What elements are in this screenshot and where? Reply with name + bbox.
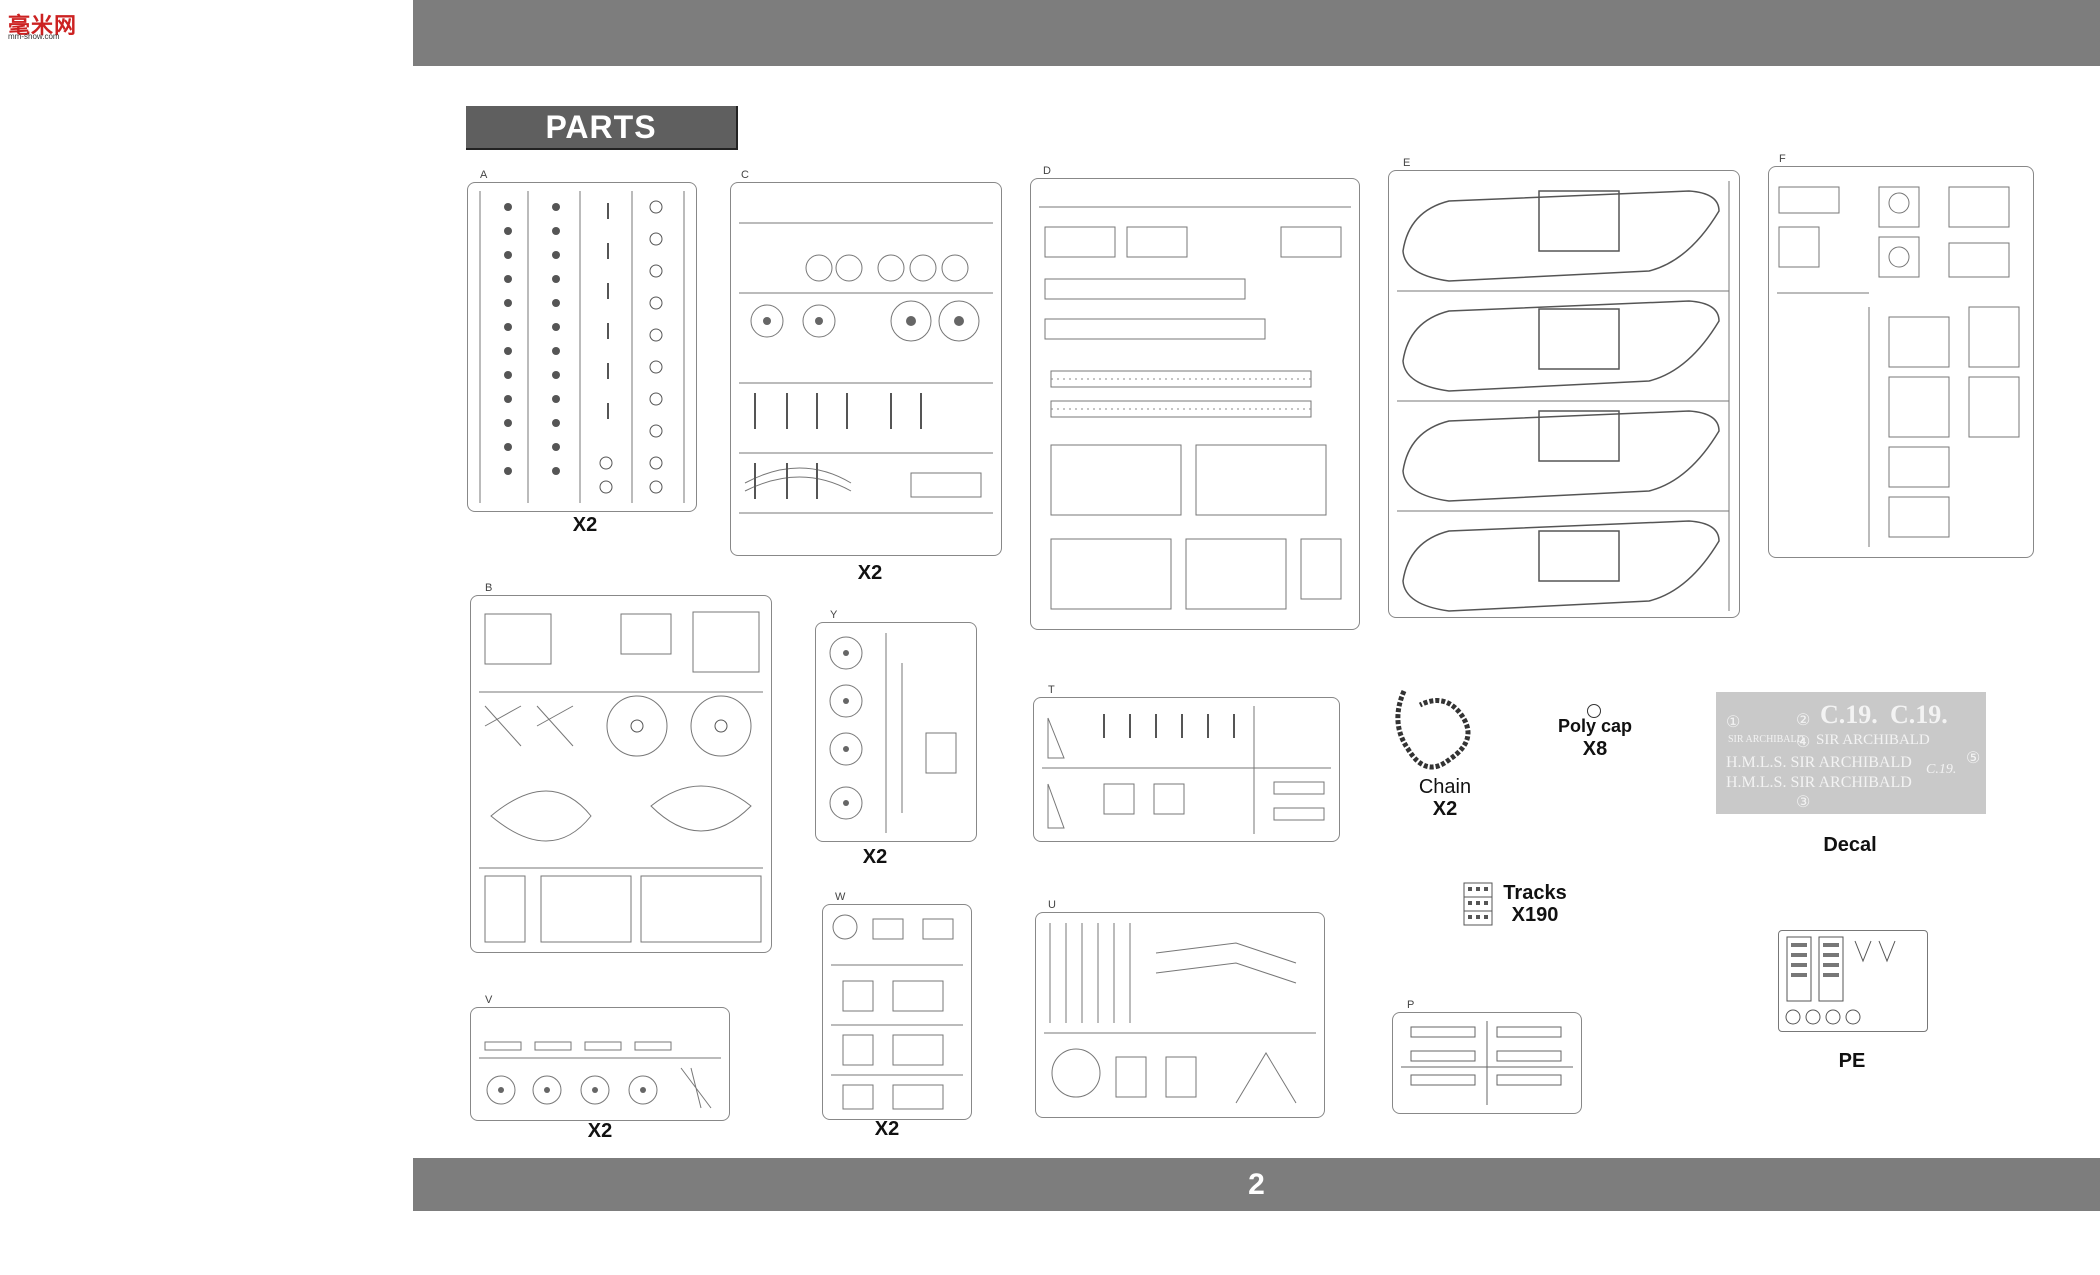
- sprue-e: E: [1388, 157, 1740, 618]
- sprue-v-letter: V: [485, 994, 493, 1006]
- tracks-label: Tracks: [1503, 882, 1567, 904]
- sprue-e-letter: E: [1403, 157, 1411, 169]
- sprue-w-quantity: X2: [874, 1118, 900, 1140]
- polycap-icon: [1587, 704, 1601, 718]
- sprue-b-letter: B: [485, 582, 493, 594]
- sprue-c-quantity: X2: [857, 562, 883, 584]
- sprue-y: Y: [815, 609, 977, 842]
- sprue-t-letter: T: [1048, 684, 1055, 696]
- tracks-quantity: X190: [1511, 904, 1559, 926]
- decal-marking-c19-a: C.19.: [1820, 700, 1878, 729]
- sprue-t-drawing: [1042, 706, 1331, 834]
- decal-marking-sir-archibald-small: SIR ARCHIBALD: [1728, 734, 1804, 745]
- pe-fret: [1778, 930, 1928, 1032]
- sprue-b-drawing: [479, 611, 763, 943]
- sprue-u-letter: U: [1048, 899, 1056, 911]
- pe-fret-drawing: [1785, 936, 1896, 1025]
- sprue-f: F: [1768, 153, 2034, 558]
- sprue-c-letter: C: [741, 169, 749, 181]
- site-url: mm-show.com: [8, 32, 60, 41]
- sprue-w-letter: W: [835, 891, 846, 903]
- decal-marking-hmls-a: H.M.L.S. SIR ARCHIBALD: [1726, 754, 1912, 771]
- site-logo: 毫米网: [8, 14, 78, 39]
- sprue-f-letter: F: [1779, 153, 1786, 165]
- sprue-d-letter: D: [1043, 165, 1051, 177]
- decal-sheet: ① ② C.19. C.19. SIR ARCHIBALD ④ SIR ARCH…: [1716, 692, 1986, 814]
- sprue-a-letter: A: [480, 169, 488, 181]
- sprue-y-drawing: [829, 633, 957, 833]
- tracks-icon: [1463, 882, 1493, 926]
- sprue-w: W: [822, 891, 972, 1120]
- sprue-w-drawing: [831, 914, 963, 1110]
- chain-drawing: [1390, 683, 1490, 783]
- chain-quantity: X2: [1432, 798, 1458, 820]
- decal-number-4: ④: [1796, 734, 1811, 751]
- polycap-quantity: X8: [1582, 738, 1608, 760]
- sprue-y-letter: Y: [830, 609, 838, 621]
- sprue-v-quantity: X2: [587, 1120, 613, 1142]
- decal-number-5: ⑤: [1966, 750, 1981, 767]
- sprue-a-drawing: [479, 191, 685, 503]
- decal-label: Decal: [1823, 834, 1877, 856]
- sprue-v-drawing: [479, 1041, 721, 1109]
- parts-heading: PARTS: [466, 106, 738, 150]
- sprue-f-drawing: [1777, 186, 2020, 547]
- top-band: [413, 0, 2100, 66]
- decal-marking-hmls-b: H.M.L.S. SIR ARCHIBALD: [1726, 774, 1912, 791]
- sprue-c-drawing: [739, 222, 993, 514]
- page-number: 2: [1248, 1168, 1265, 1201]
- parts-heading-text: PARTS: [545, 109, 657, 145]
- sprue-t: T: [1033, 684, 1340, 842]
- sprue-b: B: [470, 582, 772, 953]
- decal-marking-sir-archibald: SIR ARCHIBALD: [1816, 732, 1930, 748]
- sprue-d: D: [1030, 165, 1360, 630]
- sprue-p-letter: P: [1407, 999, 1415, 1011]
- sprue-d-drawing: [1039, 206, 1351, 610]
- sprue-a: A: [467, 169, 697, 512]
- sprue-u-drawing: [1044, 923, 1316, 1104]
- decal-marking-c19-script: C.19.: [1926, 762, 1957, 777]
- sprue-v: V: [470, 994, 730, 1121]
- polycap-label: Poly cap: [1557, 716, 1633, 736]
- sprue-p: P: [1392, 999, 1582, 1114]
- sprue-a-quantity: X2: [572, 514, 598, 536]
- decal-number-2: ②: [1796, 712, 1811, 729]
- decal-marking-c19-b: C.19.: [1890, 700, 1948, 729]
- bottom-band: [413, 1158, 2100, 1211]
- sprue-c: C: [730, 169, 1002, 556]
- decal-number-1: ①: [1726, 714, 1741, 731]
- chain-label: Chain: [1418, 776, 1472, 798]
- sprue-u: U: [1035, 899, 1325, 1118]
- pe-label: PE: [1838, 1050, 1866, 1072]
- chain-icon: [1395, 689, 1471, 770]
- sprue-e-drawing: [1397, 181, 1730, 612]
- sprue-y-quantity: X2: [862, 846, 888, 868]
- sprue-p-drawing: [1401, 1021, 1573, 1105]
- decal-number-3: ③: [1796, 794, 1811, 811]
